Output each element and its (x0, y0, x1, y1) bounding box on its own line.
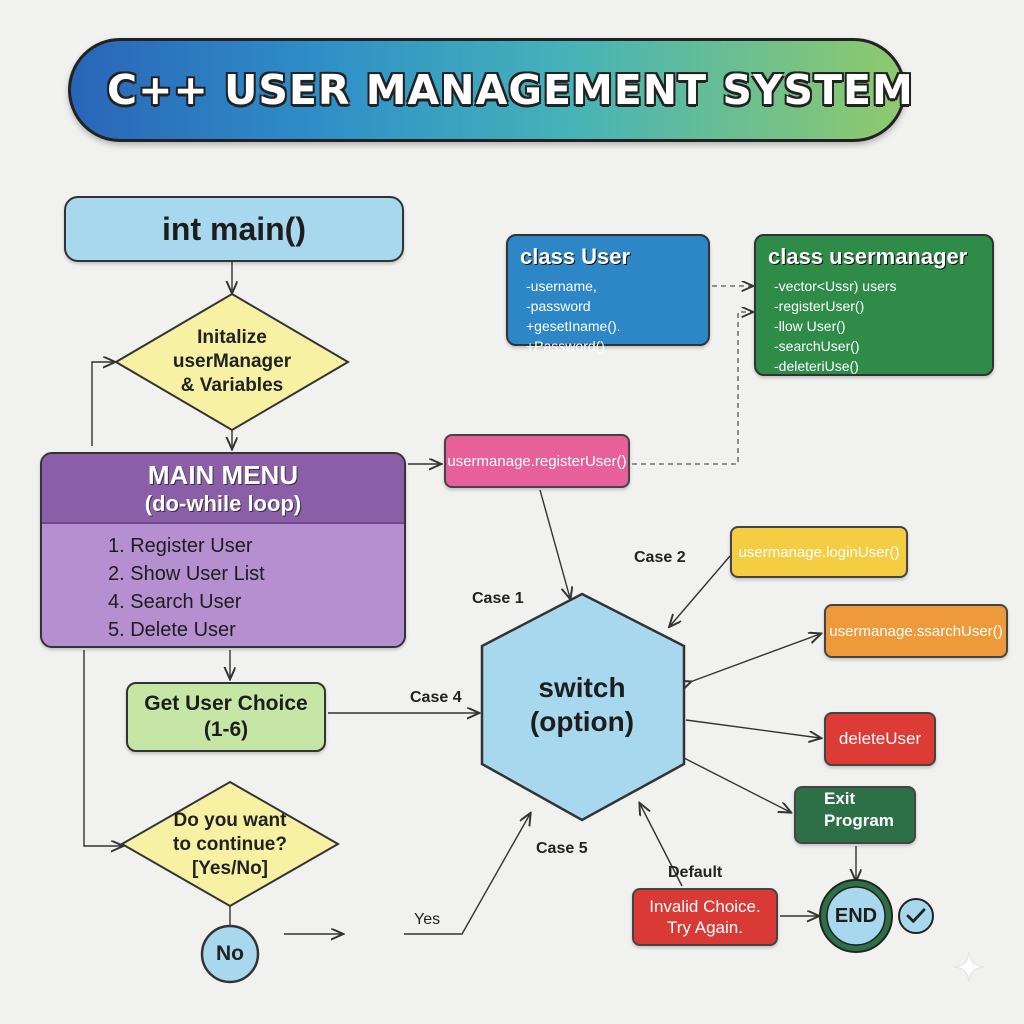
main-function-node: int main() (64, 196, 404, 262)
class-user-title: class User (520, 244, 631, 269)
class-usermanager-member: -vector<Ussr) users (774, 278, 897, 294)
continue-line-3: [Yes/No] (191, 858, 269, 879)
continue-line-2: to continue? (173, 834, 287, 855)
edge-menu-continue (83, 650, 122, 846)
class-usermanager-box: class usermanager -vector<Ussr) users -r… (754, 234, 994, 376)
edge-label-case1: Case 1 (472, 590, 524, 607)
edge-switch-search (690, 634, 820, 682)
class-usermanager-member: -llow User() (774, 318, 846, 334)
invalid-choice-node: Invalid Choice. Try Again. (632, 888, 778, 946)
delete-user-call: deleteUser (824, 712, 936, 766)
title-banner: C++ USER MANAGEMENT SYSTEM (68, 38, 913, 142)
class-usermanager-member: -deleteriUse() (774, 358, 859, 374)
edge-dashed-register-class (632, 312, 752, 465)
class-user-member: -username, (526, 278, 597, 294)
check-circle-icon (898, 898, 934, 934)
class-usermanager-member: -searchUser() (774, 338, 860, 354)
page-title: C++ USER MANAGEMENT SYSTEM (107, 66, 914, 114)
choice-line-2: (1-6) (203, 718, 249, 741)
main-menu-subtitle: (do-while loop) (144, 491, 302, 516)
exit-program-node: Exit Program (794, 786, 916, 844)
menu-item-search: 4. Search User (108, 591, 242, 613)
search-user-call: usermanage.ssarchUser() (824, 604, 1008, 658)
no-node-label: No (216, 942, 244, 965)
no-circle (200, 924, 260, 984)
edge-yes-switch (404, 814, 530, 935)
init-line-1: Initalize (197, 327, 267, 348)
init-line-2: userManager (172, 351, 292, 372)
get-choice-node: Get User Choice (1-6) (126, 682, 326, 752)
menu-item-register: 1. Register User (108, 535, 253, 557)
main-menu-node: MAIN MENU (do-while loop) 1. Register Us… (40, 452, 406, 648)
invalid-line-2: Try Again. (667, 918, 743, 937)
switch-node-text: switch (option) (500, 660, 664, 750)
edge-label-case5: Case 5 (536, 840, 588, 857)
menu-item-delete: 5. Delete User (108, 619, 236, 641)
class-user-box: class User -username, -password +gesetIn… (506, 234, 710, 354)
class-user-member: +gesetIname(). +Password() (526, 318, 621, 354)
edge-switch-delete (685, 719, 820, 738)
edge-loop-back (91, 362, 114, 446)
continue-line-1: Do you want (173, 810, 287, 831)
continue-diamond (119, 780, 341, 908)
main-menu-header: MAIN MENU (do-while loop) (42, 454, 404, 524)
continue-diamond-text: Do you want to continue? [Yes/No] (150, 806, 310, 884)
invalid-line-1: Invalid Choice. (649, 897, 761, 916)
edge-switch-exit (683, 757, 790, 812)
edge-login-switch (670, 555, 731, 626)
main-menu-list: 1. Register User 2. Show User List 4. Se… (42, 524, 404, 644)
switch-hexagon (480, 592, 686, 822)
choice-line-1: Get User Choice (144, 692, 308, 715)
class-usermanager-title: class usermanager (768, 244, 968, 269)
init-diamond (114, 292, 350, 432)
main-menu-title: MAIN MENU (147, 460, 299, 490)
edge-label-yes: Yes (414, 911, 441, 928)
class-usermanager-member: -registerUser() (774, 298, 865, 314)
exit-line-2: Program (824, 811, 894, 830)
register-user-call: usermanage.registerUser() (444, 434, 630, 488)
edge-label-case2: Case 2 (634, 549, 686, 566)
sparkle-icon (953, 951, 985, 983)
exit-line-1: Exit (824, 789, 856, 808)
class-user-member: -password (526, 298, 591, 314)
edge-label-default: Default (668, 864, 723, 881)
init-line-3: & Variables (180, 375, 284, 396)
edge-invalid-switch (640, 804, 683, 887)
end-node-label: END (834, 904, 878, 927)
edge-label-case4: Case 4 (410, 689, 462, 706)
edge-register-switch (539, 489, 570, 598)
init-diamond-text: Initalize userManager & Variables (146, 318, 318, 406)
login-user-call: usermanage.loginUser() (730, 526, 908, 578)
menu-item-show-list: 2. Show User List (108, 563, 265, 585)
switch-line-1: switch (538, 672, 626, 703)
switch-line-2: (option) (529, 706, 635, 737)
